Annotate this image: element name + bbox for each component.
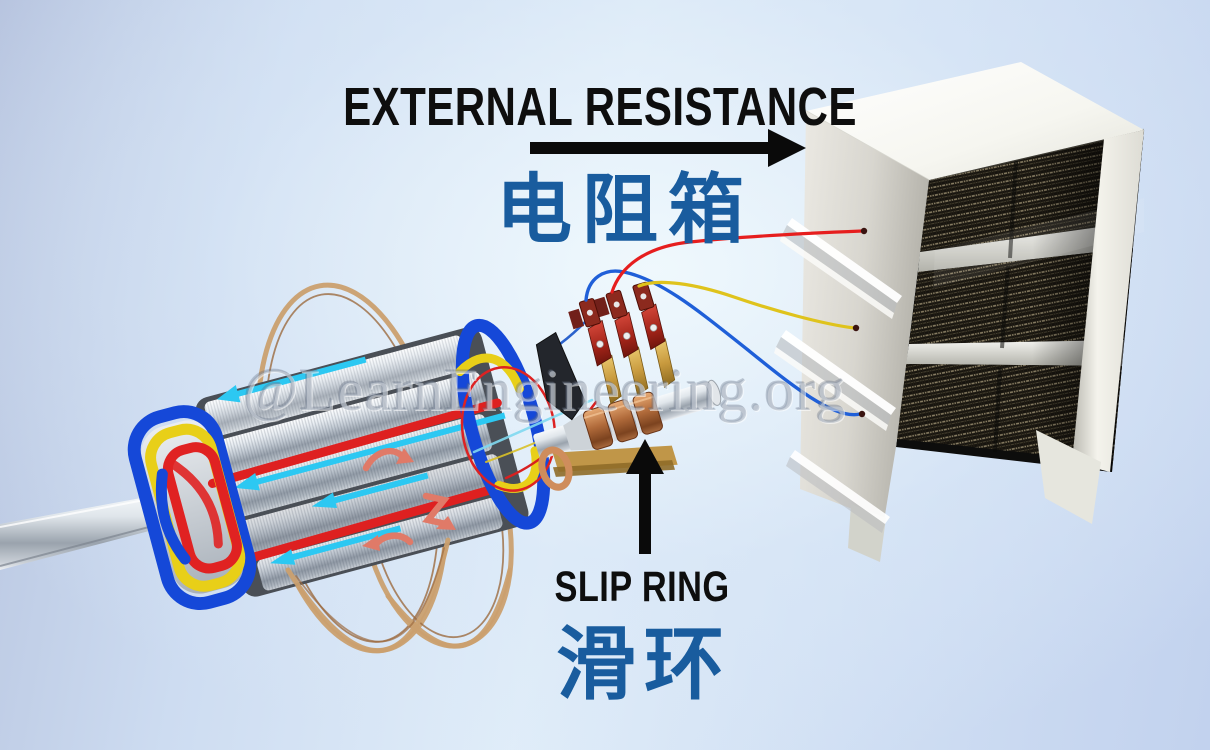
box-right-leg [1036,430,1101,524]
annotation-arrows [530,129,806,554]
wound-rotor [127,318,557,611]
external-resistance-label: EXTERNAL RESISTANCE [343,77,857,137]
slip-ring-assembly [533,281,722,491]
brush-bracket [535,331,586,421]
slip-rings [582,391,663,450]
terminal-dot-red [860,227,868,235]
external-resistance-arrow [530,129,806,167]
slip-ring-label: SLIP RING [554,563,730,611]
copper-clamp [538,446,573,491]
terminal-dot-blue [858,410,866,418]
brush-unit-1 [578,298,622,405]
wire-red [610,229,864,294]
box-left-wall [800,111,929,521]
flux-loops-front [285,537,513,654]
rotation-arrows [362,447,456,551]
slip-ring-label-chinese: 滑环 [556,622,732,710]
terminal-dot-yellow [852,324,860,332]
box-right-pillar [1072,130,1144,472]
brush-unit-2 [605,289,649,397]
rotor-shaft-left [0,493,176,570]
current-arrows [216,356,506,565]
external-resistance-label-chinese: 电阻箱 [496,169,754,253]
wall-ledges [774,218,902,533]
external-resistance-box [774,62,1145,562]
slip-ring-arrow [626,439,664,554]
end-windings-right [455,318,557,530]
rotor-winding-red-runs [207,398,508,565]
phase-wires [584,227,868,418]
wire-yellow [637,280,856,330]
brush-unit-3 [632,281,676,388]
box-top-face [806,62,1144,180]
wire-blue [584,269,862,417]
end-windings-left [127,405,257,611]
watermark: @LearnEngineering.org [243,357,847,423]
